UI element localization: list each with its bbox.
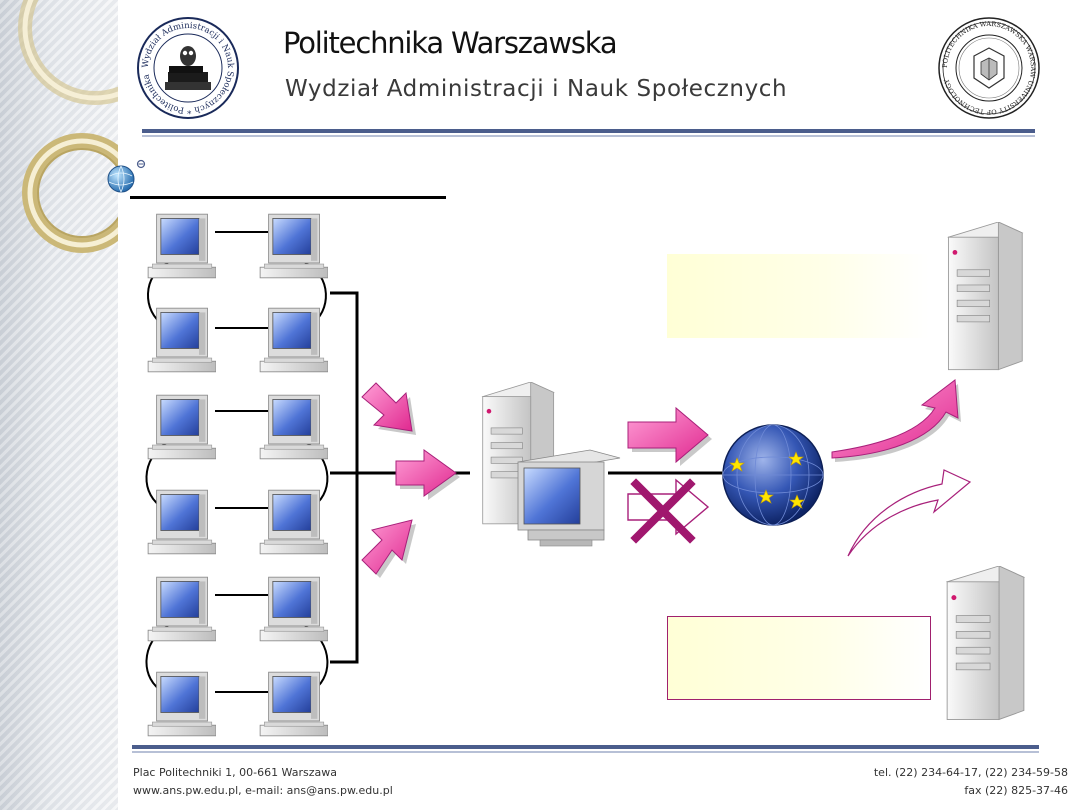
- arrow-right-icon: [395, 449, 460, 500]
- client-computer: [259, 213, 328, 279]
- sidebar-rings: [18, 0, 118, 253]
- footer-rule-thin: [132, 751, 1039, 753]
- header-rule: [142, 129, 1035, 133]
- decorative-sidebar: [0, 0, 118, 810]
- page-title: Politechnika Warszawska: [283, 26, 618, 60]
- faculty-seal-logo: Wydział Administracji i Nauk Społecznych…: [136, 16, 239, 119]
- footer-address: Plac Politechniki 1, 00-661 Warszawa: [133, 766, 337, 779]
- footer-rule: [132, 745, 1039, 749]
- block-x-icon: [630, 478, 696, 544]
- university-seal-logo: POLITECHNIKA WARSZAWSKA WARSAW UNIVERSIT…: [938, 17, 1040, 119]
- internet-globe-icon: [722, 424, 824, 526]
- heading-underline: [130, 196, 446, 199]
- arrow-diagonal-up-icon: [361, 519, 416, 578]
- client-computer: [147, 489, 216, 555]
- header-rule-thin: [142, 135, 1035, 137]
- client-computer: [259, 671, 328, 737]
- arrow-allowed-icon: [627, 406, 712, 466]
- destination-server-allowed: [947, 222, 1023, 371]
- client-computer: [147, 576, 216, 642]
- footer-web-email: www.ans.pw.edu.pl, e-mail: ans@ans.pw.ed…: [133, 784, 393, 797]
- curved-arrow-allowed-icon: [831, 379, 961, 462]
- client-computer: [259, 489, 328, 555]
- destination-server-blocked: [946, 566, 1025, 721]
- arrow-diagonal-down-icon: [361, 382, 416, 435]
- proxy-monitor: [517, 449, 621, 547]
- client-computer: [147, 394, 216, 460]
- client-computer: [147, 307, 216, 373]
- client-computer: [259, 394, 328, 460]
- footer-fax: fax (22) 825-37-46: [964, 784, 1068, 797]
- client-computer: [259, 307, 328, 373]
- page-subtitle: Wydział Administracji i Nauk Społecznych: [285, 76, 788, 102]
- globe-bullet-icon: [107, 159, 146, 193]
- client-computer: [147, 213, 216, 279]
- client-computer: [259, 576, 328, 642]
- curved-arrow-blocked-icon: [847, 469, 972, 557]
- footer-phone: tel. (22) 234-64-17, (22) 234-59-58: [873, 766, 1068, 779]
- note-box-top: [667, 254, 929, 338]
- note-box-bottom: [667, 616, 931, 700]
- client-computer: [147, 671, 216, 737]
